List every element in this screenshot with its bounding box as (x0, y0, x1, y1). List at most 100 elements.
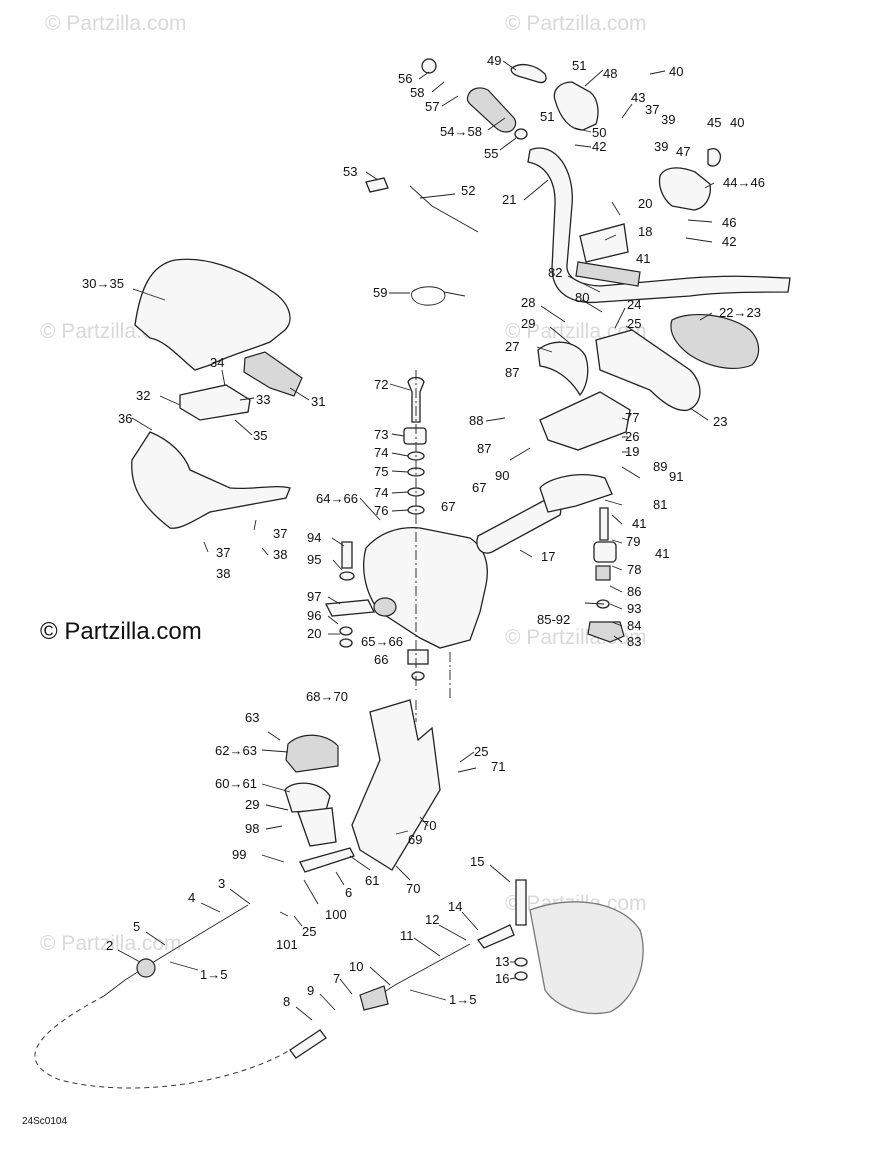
callout-41: 41 (636, 251, 650, 266)
vts-housing-illustration (363, 526, 488, 649)
callout-46: 46 (722, 215, 736, 230)
plate-illustration (407, 649, 429, 665)
callout-45: 45 (707, 115, 721, 130)
callout-6: 6 (345, 885, 352, 900)
callout-25: 25 (474, 744, 488, 759)
callout-14: 14 (448, 899, 462, 914)
callout-67: 67 (441, 499, 455, 514)
callout-29: 29 (245, 797, 259, 812)
nut-illustration (411, 671, 425, 681)
callout-86: 86 (627, 584, 641, 599)
callout-83: 83 (627, 634, 641, 649)
cable-end-illustration (477, 924, 515, 949)
callout-63: 63 (245, 710, 259, 725)
callout-51: 51 (540, 109, 554, 124)
callout-101: 101 (276, 937, 298, 952)
tie-wrap-illustration (411, 286, 466, 306)
callout-37: 37 (216, 545, 230, 560)
callout-89: 89 (653, 459, 667, 474)
bolt-illustration (599, 507, 609, 541)
callout-82: 82 (548, 265, 562, 280)
part-illustrations (34, 58, 791, 1089)
callout-5: 5 (133, 919, 140, 934)
callout-13: 13 (495, 954, 509, 969)
callout-67: 67 (472, 480, 486, 495)
callout-91: 91 (669, 469, 683, 484)
callout-19: 19 (625, 444, 639, 459)
callout-57: 57 (425, 99, 439, 114)
lever-illustration (510, 63, 547, 84)
grip-end-illustration (421, 58, 437, 74)
callout-37: 37 (273, 526, 287, 541)
bolt-illustration (341, 541, 353, 569)
callout-77: 77 (625, 410, 639, 425)
grip-end-illustration (514, 128, 528, 140)
watermark-text: © Partzilla.com (45, 12, 187, 35)
washer-illustration (339, 571, 355, 581)
callout-50: 50 (592, 125, 606, 140)
cable-nut-illustration (136, 958, 156, 978)
callout-24: 24 (627, 297, 641, 312)
callout-87: 87 (477, 441, 491, 456)
callout-80: 80 (575, 290, 589, 305)
callout-17: 17 (541, 549, 555, 564)
callout-95: 95 (307, 552, 321, 567)
leader-lines (117, 60, 715, 1021)
callout-23: 23 (713, 414, 727, 429)
throttle-lever-illustration (707, 148, 722, 167)
callout-88: 88 (469, 413, 483, 428)
callout-51: 51 (572, 58, 586, 73)
washer-illustration (514, 957, 528, 967)
grip-knurl-illustration (575, 261, 641, 287)
cable-support-illustration (285, 734, 339, 773)
callout-84: 84 (627, 618, 641, 633)
callout-35: 35 (253, 428, 267, 443)
steering-arm-illustration (539, 391, 631, 451)
callout-85-92: 85-92 (537, 612, 570, 627)
callout-87: 87 (505, 365, 519, 380)
callout-21: 21 (502, 192, 516, 207)
callout-1-5: 1→5 (449, 992, 476, 1007)
callout-36: 36 (118, 411, 132, 426)
callout-49: 49 (487, 53, 501, 68)
callout-3: 3 (218, 876, 225, 891)
callout-4: 4 (188, 890, 195, 905)
callout-47: 47 (676, 144, 690, 159)
diagram-code: 24Sc0104 (22, 1116, 68, 1127)
ball-joint-illustration (593, 541, 617, 563)
callout-52: 52 (461, 183, 475, 198)
callout-61: 61 (365, 873, 379, 888)
callout-8: 8 (283, 994, 290, 1009)
callout-16: 16 (495, 971, 509, 986)
callout-54-58: 54→58 (440, 124, 482, 139)
callout-11: 11 (400, 928, 414, 943)
callout-97: 97 (307, 589, 321, 604)
switch-panel-illustration (243, 351, 303, 397)
cable-sleeve-illustration (359, 985, 389, 1011)
callout-66: 66 (374, 652, 388, 667)
callout-96: 96 (307, 608, 321, 623)
pin-illustration (407, 376, 425, 423)
jet-nozzle-illustration (529, 901, 644, 1015)
plate-illustration (324, 599, 376, 617)
nut-illustration (514, 971, 528, 981)
support-bracket-illustration (179, 384, 251, 421)
watermark-text: © Partzilla.com (505, 626, 647, 649)
callout-32: 32 (136, 388, 150, 403)
callout-59: 59 (373, 285, 387, 300)
bracket-illustration (297, 807, 337, 847)
callout-31: 31 (311, 394, 325, 409)
callout-75: 75 (374, 464, 388, 479)
throttle-housing-illustration (658, 167, 712, 211)
callout-81: 81 (653, 497, 667, 512)
callout-64-66: 64→66 (316, 491, 358, 506)
callout-43: 43 (631, 90, 645, 105)
callout-74: 74 (374, 485, 388, 500)
callout-98: 98 (245, 821, 259, 836)
bushing-illustration (403, 427, 427, 445)
steering-support-illustration (595, 329, 701, 412)
vts-port-illustration (373, 597, 397, 617)
callout-70: 70 (422, 818, 436, 833)
deflector-illustration (537, 341, 589, 397)
